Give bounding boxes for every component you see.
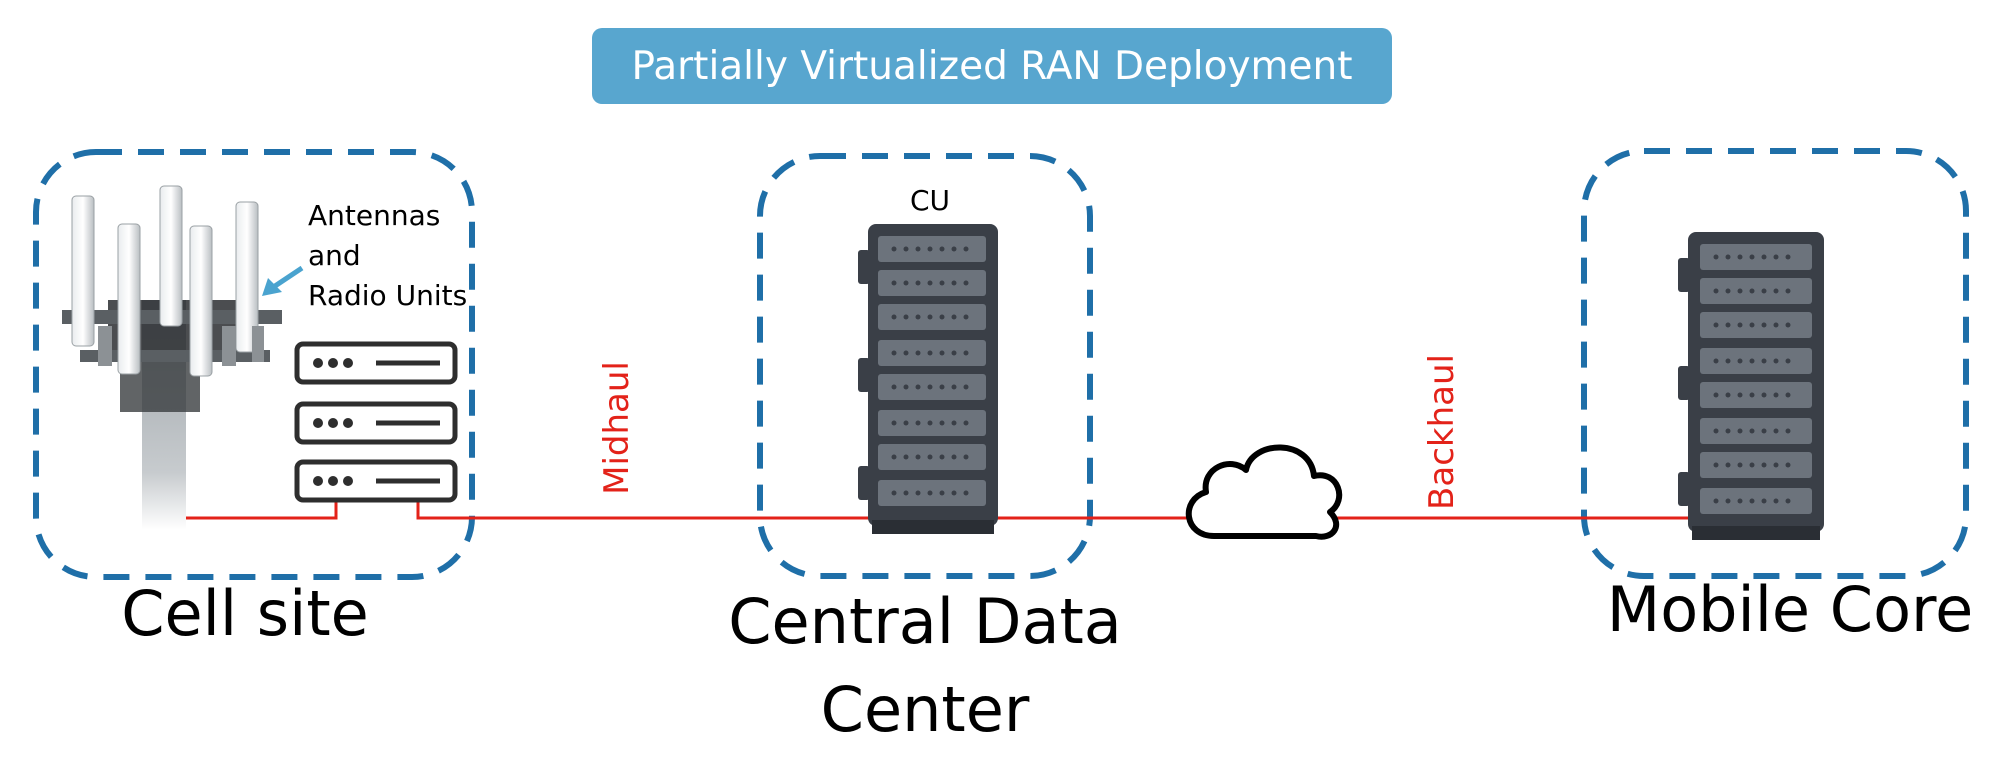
antenna-pointer-arrow xyxy=(262,265,304,296)
central-dc-box xyxy=(757,153,1093,579)
diagram-title: Partially Virtualized RAN Deployment xyxy=(592,28,1392,104)
cell-site-label: Cell site xyxy=(121,577,369,650)
antenna-label-line-3: Radio Units xyxy=(308,279,468,312)
midhaul-link xyxy=(416,498,1190,520)
antenna-label-line-1: Antennas xyxy=(308,199,441,232)
cloud-icon xyxy=(1185,444,1343,540)
cell-tower-icon xyxy=(62,185,282,530)
antenna-label-line-2: and xyxy=(308,239,361,272)
backhaul-label: Backhaul xyxy=(1422,354,1462,510)
mobile-core-box xyxy=(1581,148,1969,579)
server-stack-icon xyxy=(294,341,458,503)
cu-label: CU xyxy=(909,184,951,217)
mobile-core-label: Mobile Core xyxy=(1606,573,1974,646)
midhaul-label: Midhaul xyxy=(597,361,637,495)
mobile-core-rack-server-icon xyxy=(1678,232,1824,540)
central-dc-label-line-2: Center xyxy=(820,673,1030,746)
central-dc-label-line-1: Central Data xyxy=(728,585,1122,658)
antenna-label: Antennas and Radio Units xyxy=(308,196,467,316)
central-dc-label: Central Data Center xyxy=(700,578,1150,754)
cell-site-box xyxy=(33,149,475,580)
cu-rack-server-icon xyxy=(858,224,998,534)
